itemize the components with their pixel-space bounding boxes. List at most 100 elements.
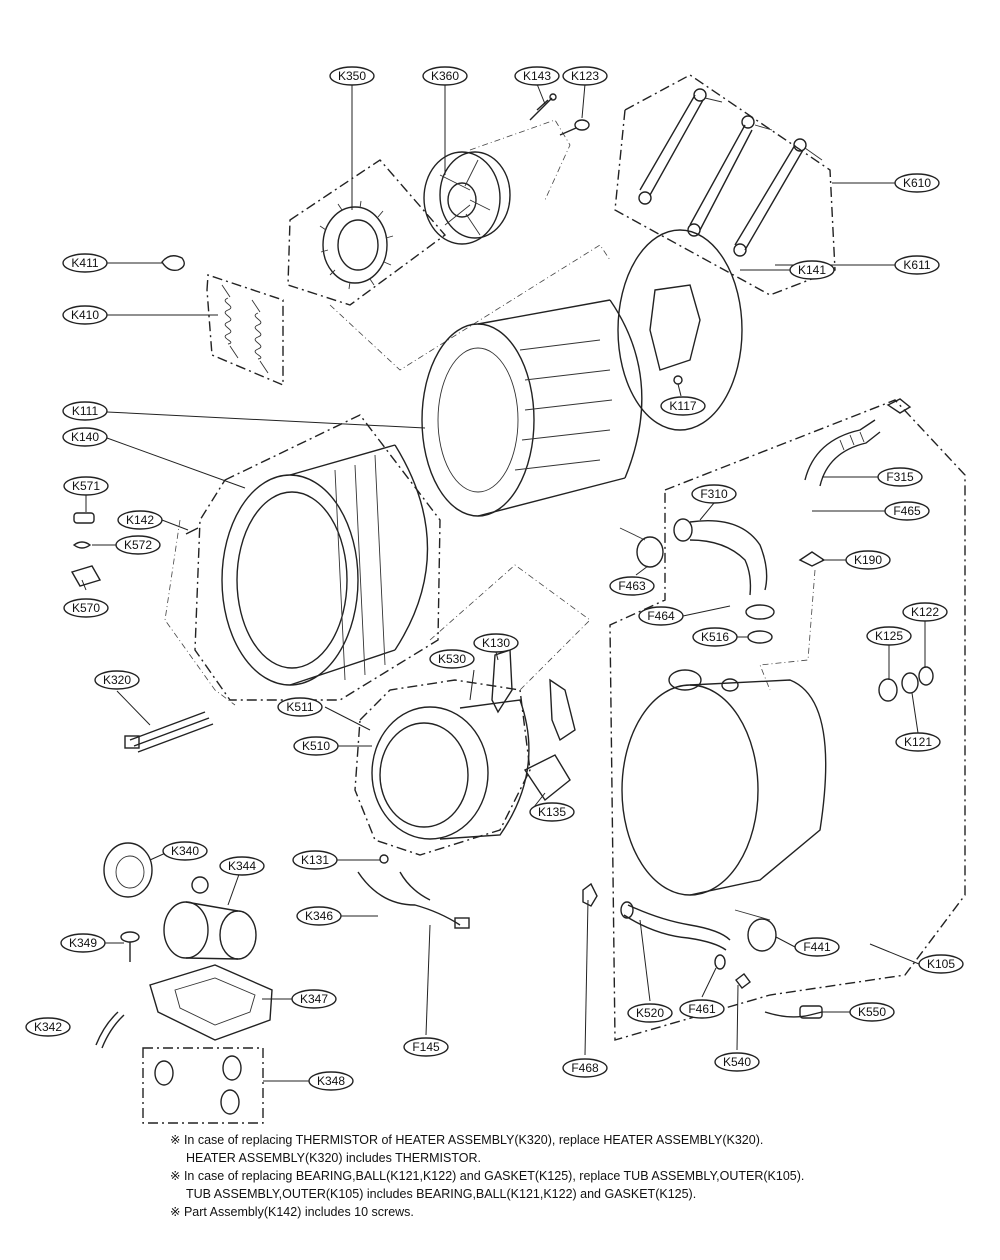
assembly-phantom-line-filter [429, 564, 591, 691]
label-k141: K141 [798, 263, 826, 277]
callout-k530: K530 [429, 649, 475, 669]
label-k190: K190 [854, 553, 882, 567]
callout-k117: K117 [660, 396, 706, 416]
sensor-k550-part [764, 1005, 823, 1019]
callout-k511: K511 [277, 697, 323, 717]
tub-front-part [221, 444, 429, 686]
door-gasket-part [371, 699, 530, 840]
assembly-phantom-line-top [329, 244, 611, 371]
hose-f315-part [804, 419, 881, 487]
door-hinge-part [491, 649, 576, 742]
label-k348: K348 [317, 1074, 345, 1088]
callout-k350: K350 [329, 66, 375, 86]
callout-k130: K130 [473, 633, 519, 653]
stator-part [319, 200, 394, 290]
label-k611: K611 [903, 258, 930, 272]
group-outline-outer-tub [609, 399, 966, 1041]
wire-harness-part [357, 854, 470, 929]
hose-f310-part [673, 518, 768, 596]
footnotes: ※ In case of replacing THERMISTOR of HEA… [170, 1131, 970, 1221]
label-f315: F315 [886, 470, 914, 484]
bush-k570-part [70, 565, 102, 587]
screw-k142-part [185, 527, 199, 535]
label-k610: K610 [903, 176, 931, 190]
callout-f145: F145 [403, 1037, 449, 1057]
note-tub-includes: TUB ASSEMBLY,OUTER(K105) includes BEARIN… [186, 1187, 697, 1201]
clip-k411-part [161, 255, 185, 272]
label-k520: K520 [636, 1006, 664, 1020]
drain-hose-k520-part [620, 901, 731, 951]
damper-set-part [638, 88, 823, 257]
callout-k516: K516 [692, 627, 738, 647]
label-k135: K135 [538, 805, 566, 819]
label-k550: K550 [858, 1005, 886, 1019]
part-k190 [798, 551, 826, 567]
callout-k105: K105 [918, 954, 964, 974]
fitting-k349-part [120, 931, 140, 962]
label-f310: F310 [700, 487, 728, 501]
callout-f464: F464 [638, 606, 684, 626]
label-f465: F465 [893, 504, 921, 518]
callout-k342: K342 [25, 1017, 71, 1037]
callout-k122: K122 [902, 602, 948, 622]
label-k349: K349 [69, 936, 97, 950]
callout-k142: K142 [117, 510, 163, 530]
callout-k347: K347 [291, 989, 337, 1009]
leader-lines [81, 83, 926, 1082]
label-k123: K123 [571, 69, 599, 83]
callout-f463: F463 [609, 576, 655, 596]
callout-k550: K550 [849, 1002, 895, 1022]
callout-k141: K141 [789, 260, 835, 280]
label-f468: F468 [571, 1061, 599, 1075]
label-k105: K105 [927, 957, 955, 971]
callout-k190: K190 [845, 550, 891, 570]
callout-k611: K611 [894, 255, 940, 275]
group-outline-k348 [142, 1047, 264, 1124]
label-k410: K410 [71, 308, 99, 322]
callout-k143: K143 [514, 66, 560, 86]
callout-k349: K349 [60, 933, 106, 953]
label-k143: K143 [523, 69, 551, 83]
drain-pump-part [163, 876, 257, 960]
assembly-phantom-line-pulley [469, 119, 571, 201]
label-k540: K540 [723, 1055, 751, 1069]
callout-k135: K135 [529, 802, 575, 822]
callout-f315: F315 [877, 467, 923, 487]
label-k411: K411 [71, 256, 98, 270]
sensor-k540-part [735, 973, 751, 989]
group-outline-inner-drum [194, 414, 441, 701]
label-k360: K360 [431, 69, 459, 83]
rubber-feet-k348-part [154, 1055, 242, 1115]
callout-k131: K131 [292, 850, 338, 870]
small-part-top-right [886, 398, 912, 414]
cap-f463-part [619, 527, 664, 568]
bolt-k143-part [529, 93, 557, 121]
pump-cover-part [103, 842, 153, 898]
label-k571: K571 [72, 479, 100, 493]
clamp-f468-part [582, 882, 598, 907]
callout-f468: F468 [562, 1058, 608, 1078]
assembly-phantom-line-left [164, 519, 236, 706]
part-k516 [745, 604, 775, 644]
callout-k540: K540 [714, 1052, 760, 1072]
label-k530: K530 [438, 652, 466, 666]
label-k320: K320 [103, 673, 131, 687]
callout-k346: K346 [296, 906, 342, 926]
callout-k570: K570 [63, 598, 109, 618]
label-k142: K142 [126, 513, 154, 527]
heater-assembly-part [124, 711, 214, 753]
cap-f441-part [734, 909, 777, 952]
label-f461: F461 [688, 1002, 716, 1016]
label-k131: K131 [301, 853, 329, 867]
label-k122: K122 [911, 605, 939, 619]
label-k570: K570 [72, 601, 100, 615]
callout-k410: K410 [62, 305, 108, 325]
note-heater-includes: HEATER ASSEMBLY(K320) includes THERMISTO… [186, 1151, 482, 1165]
callout-k111: K111 [62, 401, 108, 421]
callout-k360: K360 [422, 66, 468, 86]
label-k130: K130 [482, 636, 510, 650]
label-k347: K347 [300, 992, 328, 1006]
label-k516: K516 [701, 630, 729, 644]
